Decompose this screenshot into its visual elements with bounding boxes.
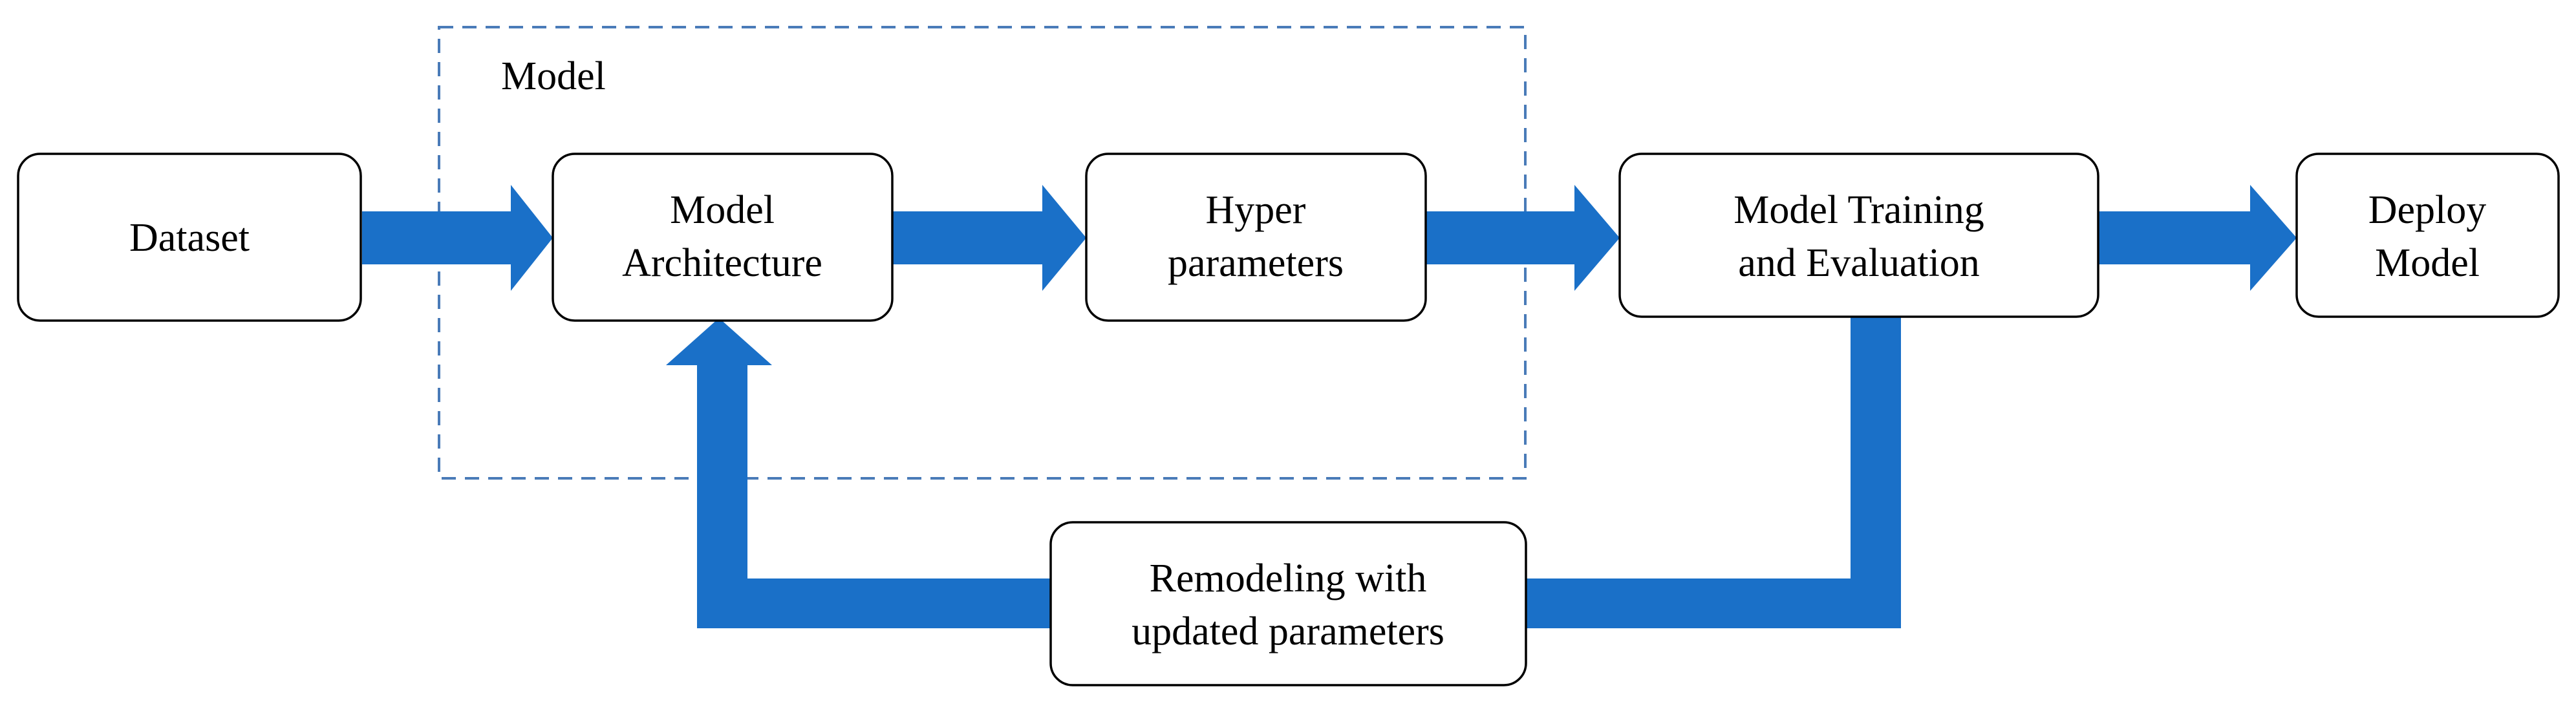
arrow-hyper-to-training [1426, 185, 1620, 291]
arrow-dataset-to-architecture [362, 185, 553, 291]
node-hyper-parameters-label-1: Hyper [1206, 188, 1306, 232]
node-hyper-parameters: Hyper parameters [1085, 153, 1427, 322]
node-model-training: Model Training and Evaluation [1618, 153, 2099, 318]
arrow-training-to-remodeling [1526, 317, 1901, 628]
arrow-architecture-to-hyper [892, 185, 1086, 291]
arrow-training-to-deploy [2098, 185, 2297, 291]
node-deploy-model: Deploy Model [2295, 153, 2560, 318]
node-hyper-parameters-label-2: parameters [1168, 241, 1344, 285]
node-deploy-model-label-1: Deploy [2368, 188, 2487, 232]
node-remodeling-label-2: updated parameters [1132, 610, 1444, 653]
node-remodeling-label-1: Remodeling with [1150, 557, 1427, 600]
node-model-training-label-2: and Evaluation [1738, 241, 1980, 285]
model-group-label: Model [501, 54, 606, 98]
node-model-training-label-1: Model Training [1733, 188, 1984, 232]
node-model-architecture-label-1: Model [670, 188, 775, 232]
node-dataset: Dataset [17, 153, 362, 322]
node-model-architecture-label-2: Architecture [622, 241, 822, 285]
node-remodeling: Remodeling with updated parameters [1049, 521, 1527, 686]
node-model-architecture: Model Architecture [552, 153, 894, 322]
node-deploy-model-label-2: Model [2375, 241, 2480, 285]
arrow-remodeling-to-architecture [666, 318, 1051, 628]
node-dataset-label: Dataset [129, 216, 250, 260]
